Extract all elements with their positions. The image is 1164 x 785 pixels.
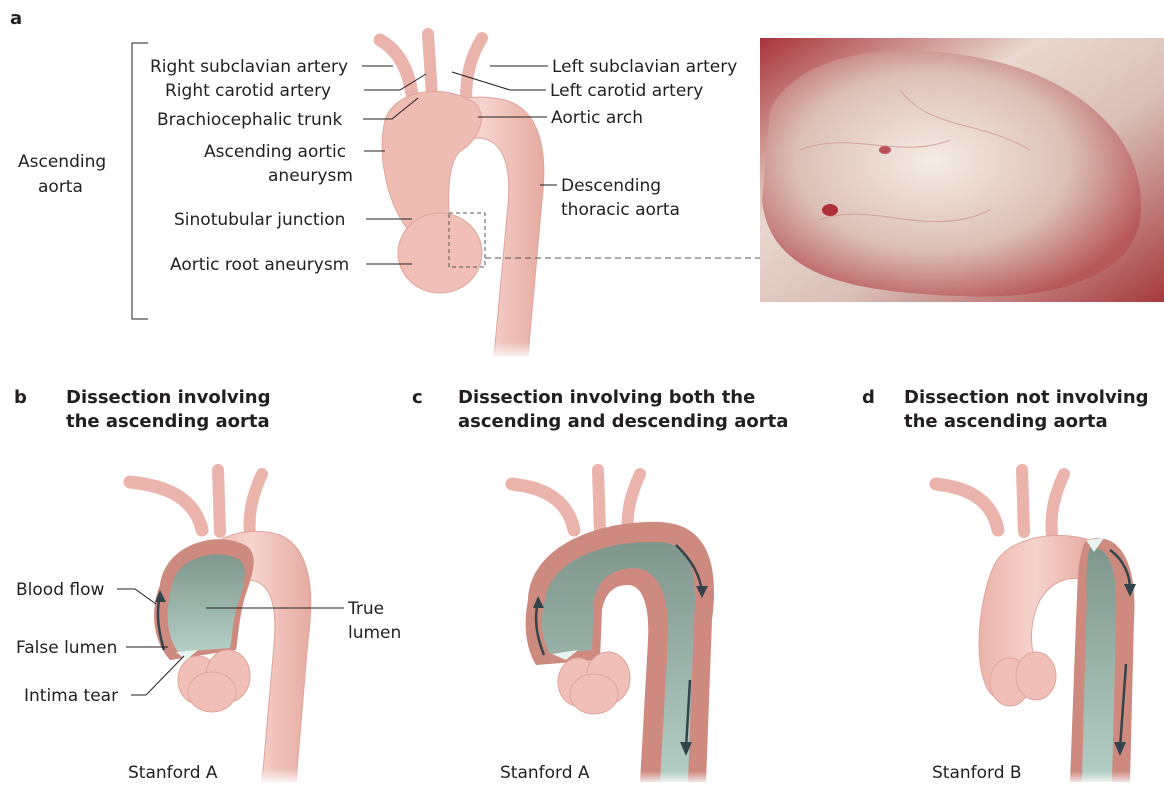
ascending-aorta-bracket	[132, 43, 148, 319]
panel-b-title-1: Dissection involving	[66, 387, 271, 408]
bracket-label-aorta: aorta	[38, 177, 83, 197]
label-ascending-aneurysm-2: aneurysm	[268, 166, 353, 186]
panel-c-title-2: ascending and descending aorta	[458, 411, 788, 432]
label-aortic-arch: Aortic arch	[551, 108, 643, 128]
label-true-lumen-1: True	[347, 599, 384, 619]
panel-a-letter: a	[10, 8, 22, 29]
label-intima-tear: Intima tear	[24, 686, 118, 706]
classification-d: Stanford B	[932, 763, 1022, 783]
label-right-subclavian: Right subclavian artery	[150, 57, 348, 77]
panel-b-letter: b	[14, 387, 27, 408]
aorta-illustration-d	[936, 470, 1150, 785]
label-right-carotid: Right carotid artery	[165, 81, 331, 101]
label-brachiocephalic: Brachiocephalic trunk	[157, 110, 343, 130]
label-left-subclavian: Left subclavian artery	[552, 57, 737, 77]
label-blood-flow: Blood flow	[16, 580, 104, 600]
panel-c-title-1: Dissection involving both the	[458, 387, 755, 408]
label-sinotubular: Sinotubular junction	[174, 210, 345, 230]
label-left-carotid: Left carotid artery	[550, 81, 703, 101]
label-root-aneurysm: Aortic root aneurysm	[170, 255, 349, 275]
surgical-photo	[760, 38, 1164, 302]
label-ascending-aneurysm-1: Ascending aortic	[204, 142, 346, 162]
label-descending-1: Descending	[561, 176, 661, 196]
leader-intima-tear	[131, 656, 184, 695]
label-true-lumen-2: lumen	[348, 623, 401, 643]
label-false-lumen: False lumen	[16, 638, 117, 658]
panel-d-letter: d	[862, 387, 875, 408]
panel-c-letter: c	[412, 387, 423, 408]
bracket-label-ascending: Ascending	[18, 152, 106, 172]
classification-c: Stanford A	[500, 763, 590, 783]
panel-d-title-1: Dissection not involving	[904, 387, 1149, 408]
panel-d-title-2: the ascending aorta	[904, 411, 1108, 432]
aorta-illustration-a	[380, 34, 560, 360]
aorta-illustration-b	[130, 470, 320, 785]
classification-b: Stanford A	[128, 763, 218, 783]
leader-blood-flow	[117, 589, 156, 604]
aorta-illustration-c	[512, 470, 720, 785]
label-descending-2: thoracic aorta	[561, 200, 680, 220]
panel-b-title-2: the ascending aorta	[66, 411, 270, 432]
